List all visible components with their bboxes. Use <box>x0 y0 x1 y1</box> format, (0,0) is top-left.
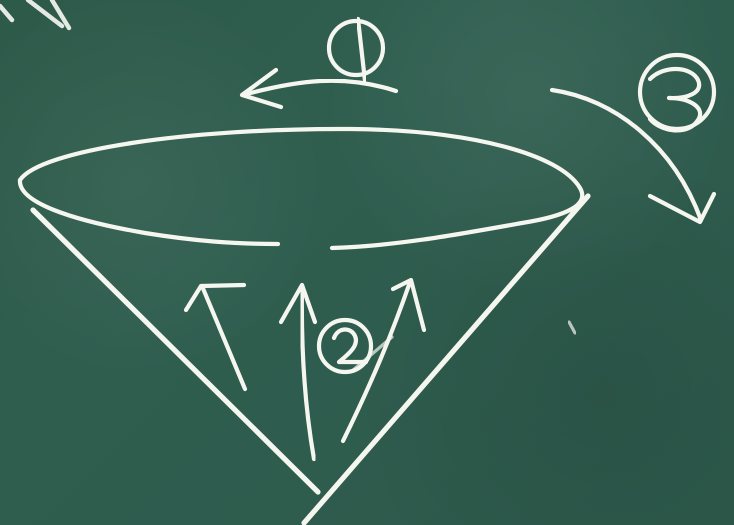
arrow-three-head <box>650 194 714 222</box>
chalk-speck <box>569 322 575 333</box>
arrow-three-curve <box>552 90 701 220</box>
label-one-stroke <box>358 19 365 81</box>
label-two-glyph <box>334 329 366 362</box>
cone-rim <box>20 129 582 248</box>
inner-arrow-middle-head <box>281 285 315 322</box>
inner-arrow-left-shaft <box>202 286 245 389</box>
arrow-one-curve <box>243 81 396 95</box>
corner-chalk-mark <box>0 0 69 28</box>
inner-arrow-left-head <box>186 285 244 310</box>
label-one-circle <box>329 21 383 75</box>
cone-left-side <box>33 210 318 492</box>
cone-right-side <box>304 196 588 523</box>
